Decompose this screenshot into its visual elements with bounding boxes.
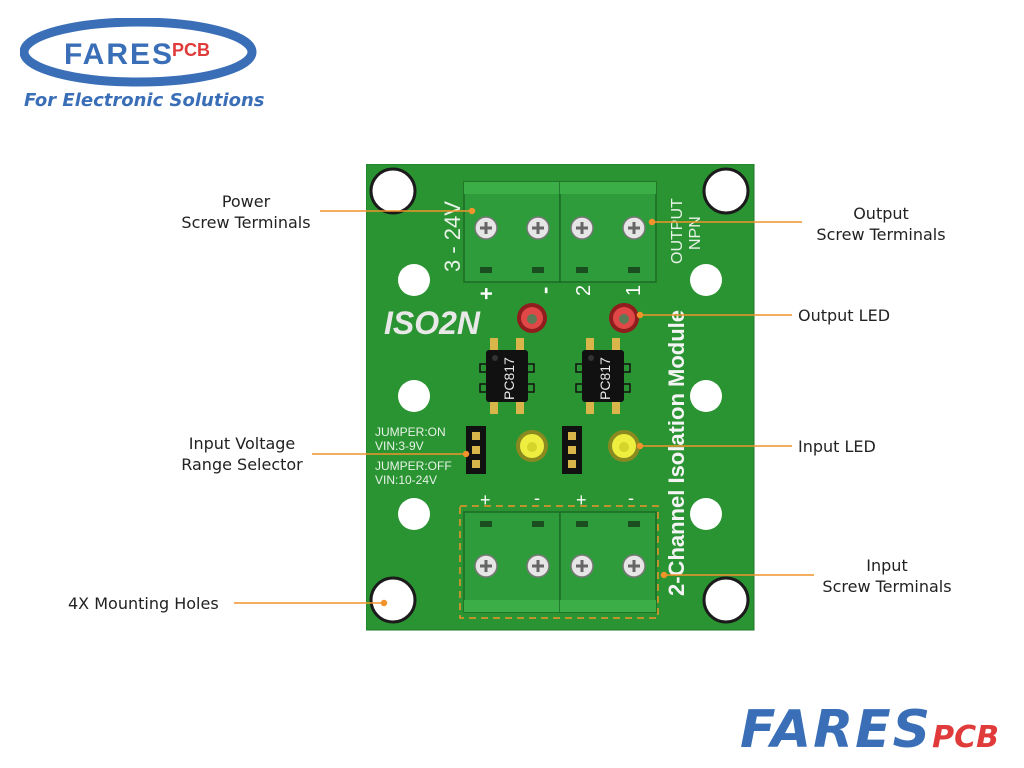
optocoupler-2: PC817 <box>575 338 631 414</box>
corner-logo-suffix: PCB <box>932 720 999 755</box>
brand-logo: FARES PCB <box>19 17 260 90</box>
jumper-off-label: JUMPER:OFF <box>375 459 452 473</box>
module-title: 2-Channel Isolation Module <box>664 310 689 596</box>
callout-holes-text: 4X Mounting Holes <box>68 594 219 613</box>
callout-power-terminals: Power Screw Terminals <box>170 191 322 233</box>
input-plus-mark: + <box>576 490 587 510</box>
callout-selector-line2: Range Selector <box>181 455 303 474</box>
callout-output-line2: Screw Terminals <box>816 225 946 244</box>
board-hole <box>398 380 430 412</box>
callout-selector-line1: Input Voltage <box>188 434 296 453</box>
input-plus-mark: + <box>480 490 491 510</box>
channel-2-mark: 2 <box>573 285 595 296</box>
callout-input-led-text: Input LED <box>798 437 876 456</box>
power-screw-terminal <box>463 181 561 283</box>
power-plus-mark: + <box>474 287 499 300</box>
board-hole <box>690 264 722 296</box>
callout-power-line1: Power <box>221 192 271 211</box>
corner-logo-name: FARES <box>740 700 933 760</box>
voltage-jumper-1[interactable] <box>466 426 486 474</box>
power-minus-mark: - <box>532 287 557 294</box>
callout-output-led: Output LED <box>798 305 890 326</box>
callout-power-line2: Screw Terminals <box>181 213 311 232</box>
optocoupler-1: PC817 <box>479 338 535 414</box>
input-led-1 <box>608 430 640 462</box>
output-label: OUTPUT <box>669 198 686 264</box>
input-terminal-outline <box>459 505 659 619</box>
jumper-on-range: VIN:3-9V <box>375 439 424 453</box>
callout-output-line1: Output <box>853 204 909 223</box>
mounting-hole <box>702 167 750 215</box>
callout-input-led: Input LED <box>798 436 876 457</box>
callout-input-terminals: Input Screw Terminals <box>812 555 962 597</box>
input-screw-terminal <box>463 511 561 613</box>
input-minus-mark: - <box>534 488 540 508</box>
board-hole <box>690 380 722 412</box>
jumper-off-range: VIN:10-24V <box>375 473 437 487</box>
callout-output-terminals: Output Screw Terminals <box>806 203 956 245</box>
logo-tagline: For Electronic Solutions <box>24 90 265 111</box>
logo-name: FARES <box>64 38 174 71</box>
corner-logo: FARESPCB <box>740 700 999 760</box>
board-hole <box>398 498 430 530</box>
pcb-board: 3 - 24V OUTPUT NPN 2-Channel Isolation M… <box>366 164 755 631</box>
input-minus-mark: - <box>628 488 634 508</box>
output-type-label: NPN <box>687 216 704 250</box>
channel-1-mark: 1 <box>623 285 645 296</box>
optocoupler-1-label: PC817 <box>501 357 517 400</box>
output-led-1 <box>609 303 639 333</box>
input-screw-terminal <box>559 511 657 613</box>
mounting-hole <box>369 167 417 215</box>
jumper-on-label: JUMPER:ON <box>375 425 446 439</box>
optocoupler-2-label: PC817 <box>597 357 613 400</box>
board-hole <box>690 498 722 530</box>
callout-voltage-selector: Input Voltage Range Selector <box>168 433 316 475</box>
output-screw-terminal <box>559 181 657 283</box>
logo-suffix: PCB <box>172 40 210 60</box>
callout-input-line1: Input <box>866 556 908 575</box>
voltage-jumper-2[interactable] <box>562 426 582 474</box>
callout-mounting-holes: 4X Mounting Holes <box>68 593 219 614</box>
mounting-hole <box>702 576 750 624</box>
power-voltage-label: 3 - 24V <box>440 201 465 272</box>
output-led-2 <box>517 303 547 333</box>
board-hole <box>398 264 430 296</box>
callout-input-line2: Screw Terminals <box>822 577 952 596</box>
callout-output-led-text: Output LED <box>798 306 891 325</box>
mounting-hole <box>369 576 417 624</box>
model-label: ISO2N <box>384 305 481 341</box>
input-led-2 <box>516 430 548 462</box>
